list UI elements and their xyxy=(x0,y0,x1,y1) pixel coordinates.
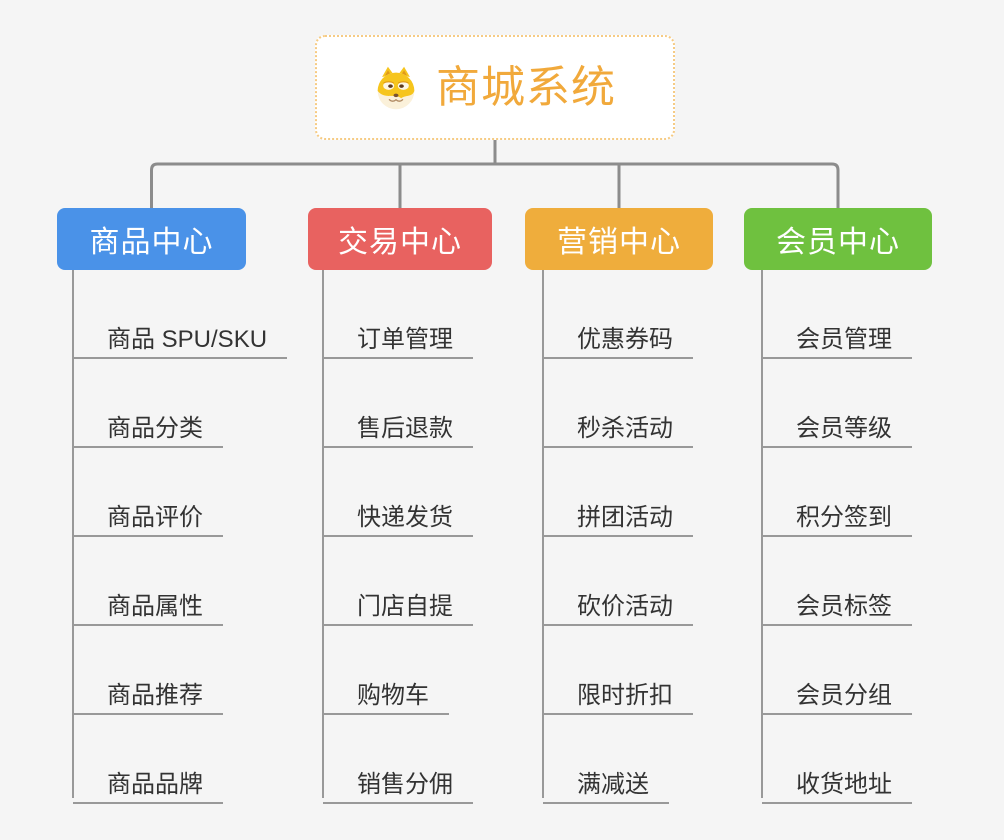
sub-item[interactable]: 会员管理 xyxy=(762,308,912,359)
sub-item[interactable]: 秒杀活动 xyxy=(543,397,693,448)
sub-item[interactable]: 会员分组 xyxy=(762,664,912,715)
sub-item[interactable]: 商品 SPU/SKU xyxy=(73,308,288,359)
root-title: 商城系统 xyxy=(436,62,616,112)
sub-item[interactable]: 优惠券码 xyxy=(543,308,693,359)
sub-item[interactable]: 销售分佣 xyxy=(323,753,473,804)
sub-item[interactable]: 拼团活动 xyxy=(543,486,693,537)
sub-item[interactable]: 商品推荐 xyxy=(73,664,223,715)
sub-item[interactable]: 砍价活动 xyxy=(543,575,693,626)
sub-item[interactable]: 会员标签 xyxy=(762,575,912,626)
sub-item[interactable]: 商品评价 xyxy=(73,486,223,537)
branch-node-1[interactable]: 商品中心 xyxy=(57,208,246,270)
sub-item[interactable]: 收货地址 xyxy=(762,753,912,804)
sub-item[interactable]: 满减送 xyxy=(543,753,669,804)
sub-item[interactable]: 门店自提 xyxy=(323,575,473,626)
sub-item[interactable]: 快递发货 xyxy=(323,486,473,537)
sub-item[interactable]: 限时折扣 xyxy=(543,664,693,715)
sub-item[interactable]: 购物车 xyxy=(323,664,449,715)
sub-item[interactable]: 商品品牌 xyxy=(73,753,223,804)
branch-node-4[interactable]: 会员中心 xyxy=(744,208,932,270)
sub-item[interactable]: 商品分类 xyxy=(73,397,223,448)
sub-item[interactable]: 商品属性 xyxy=(73,575,223,626)
dog-face-icon xyxy=(377,66,415,109)
sub-item[interactable]: 积分签到 xyxy=(762,486,912,537)
branch-node-2[interactable]: 交易中心 xyxy=(308,208,492,270)
root-node-mall-system[interactable]: 商城系统 xyxy=(315,35,675,140)
branch-node-3[interactable]: 营销中心 xyxy=(525,208,713,270)
sub-item[interactable]: 售后退款 xyxy=(323,397,473,448)
sub-item[interactable]: 会员等级 xyxy=(762,397,912,448)
sub-item[interactable]: 订单管理 xyxy=(323,308,473,359)
